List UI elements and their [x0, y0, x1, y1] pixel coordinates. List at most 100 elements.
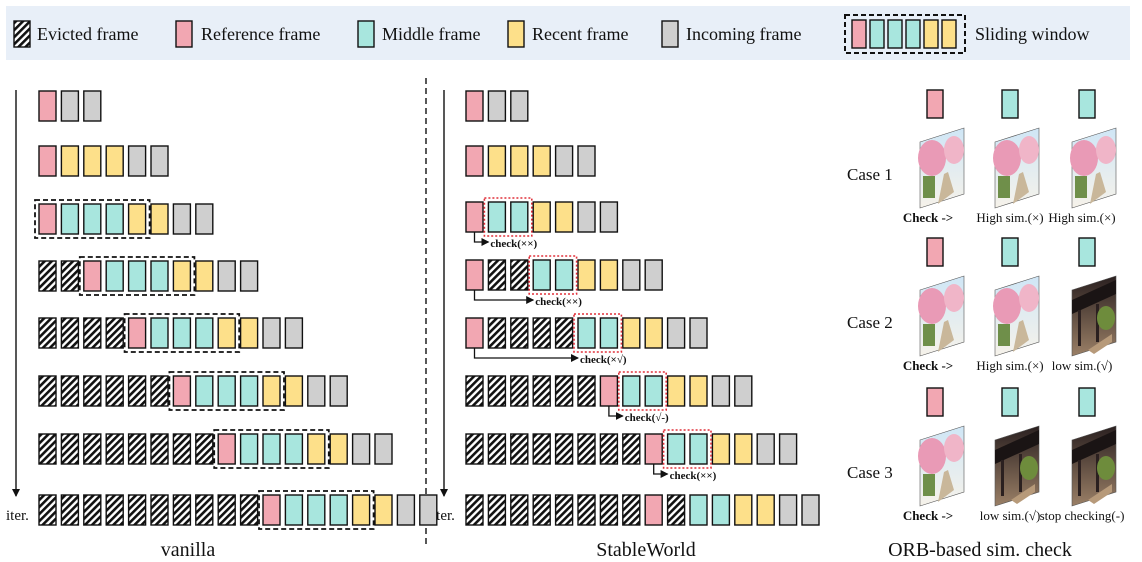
- evicted-frame: [83, 317, 102, 349]
- incoming-frame: [217, 260, 236, 292]
- evicted-frame: [150, 494, 169, 526]
- evicted-frame: [105, 317, 124, 349]
- incoming-frame: [195, 203, 214, 235]
- evicted-frame: [38, 260, 57, 292]
- vanilla-row: [38, 313, 304, 353]
- reference-frame: [599, 375, 619, 407]
- legend-reference-label: Reference frame: [201, 24, 320, 44]
- recent-frame: [351, 494, 371, 526]
- vanilla-panel: [34, 90, 438, 530]
- vanilla-row: [38, 256, 259, 296]
- evicted-frame: [510, 433, 529, 465]
- evicted-frame: [60, 260, 80, 292]
- middle-frame: [262, 433, 281, 465]
- vanilla-row: [38, 429, 393, 469]
- middle-frame: [105, 203, 124, 235]
- vanilla-title: vanilla: [161, 539, 216, 561]
- sliding-window-box: [123, 313, 241, 353]
- recent-frame: [644, 317, 663, 349]
- evicted-frame: [666, 494, 686, 526]
- evicted-frame: [532, 494, 551, 526]
- stableworld-row: [465, 494, 820, 526]
- reference-frame: [38, 90, 57, 122]
- sliding-window-box: [258, 490, 375, 530]
- evicted-frame: [510, 259, 529, 291]
- reference-frame: [38, 203, 57, 235]
- dark-pavilion-image: [1071, 275, 1117, 357]
- check-window-box: [617, 371, 667, 411]
- incoming-frame: [577, 201, 596, 233]
- incoming-frame: [778, 494, 798, 526]
- middle-frame: [284, 494, 304, 526]
- incoming-frame: [127, 145, 147, 177]
- incoming-frame: [666, 317, 686, 349]
- reference-frame: [217, 433, 236, 465]
- incoming-frame: [734, 375, 753, 407]
- check-label: check(×√): [580, 354, 627, 366]
- middle-frame: [1078, 237, 1096, 267]
- stableworld-row: check(×√): [465, 313, 708, 366]
- sliding-window-box: [34, 199, 151, 239]
- middle-frame: [150, 317, 169, 349]
- case-label: Case 1: [847, 165, 893, 184]
- evicted-frame: [150, 433, 169, 465]
- middle-frame: [239, 375, 259, 407]
- case-caption: stop checking(-): [1040, 508, 1125, 523]
- incoming-frame: [419, 494, 438, 526]
- recent-frame: [374, 494, 393, 526]
- recent-frame: [756, 494, 775, 526]
- reference-frame: [38, 145, 57, 177]
- incoming-frame: [60, 90, 80, 122]
- middle-frame: [329, 494, 348, 526]
- evicted-frame: [105, 433, 124, 465]
- evicted-frame: [105, 494, 124, 526]
- incoming-frame: [689, 317, 708, 349]
- evicted-frame: [217, 494, 236, 526]
- incoming-frame: [329, 375, 348, 407]
- vanilla-row: [38, 90, 102, 122]
- incoming-frame: [351, 433, 371, 465]
- evicted-frame: [510, 317, 529, 349]
- middle-frame: [172, 317, 192, 349]
- evicted-frame: [38, 317, 57, 349]
- incoming-frame: [554, 145, 574, 177]
- recent-frame: [941, 19, 957, 49]
- middle-frame: [150, 260, 169, 292]
- evicted-frame: [510, 375, 529, 407]
- recent-frame: [195, 260, 214, 292]
- evicted-frame: [83, 433, 102, 465]
- recent-frame: [554, 201, 574, 233]
- evicted-frame: [532, 317, 551, 349]
- evicted-frame: [465, 375, 484, 407]
- case-caption: High sim.(×): [1048, 210, 1115, 225]
- middle-frame: [195, 375, 214, 407]
- stableworld-row: check(××): [465, 197, 619, 250]
- evicted-frame: [487, 317, 507, 349]
- middle-frame: [622, 375, 641, 407]
- middle-frame: [666, 433, 686, 465]
- middle-frame: [510, 201, 529, 233]
- cherry-path-image: [918, 127, 965, 209]
- evicted-frame: [127, 375, 147, 407]
- orb-panel: Case 1 Check -> High sim.(×) High sim.(×) Ca…: [847, 89, 1125, 523]
- recent-frame: [734, 494, 753, 526]
- middle-frame: [60, 203, 80, 235]
- sliding-window-border: [844, 14, 966, 54]
- case-caption: Check ->: [903, 358, 953, 373]
- sliding-window-box: [78, 256, 196, 296]
- evicted-frame: [554, 317, 574, 349]
- legend-window-label: Sliding window: [975, 24, 1090, 44]
- cherry-path-image: [918, 275, 965, 357]
- evicted-frame: [38, 375, 57, 407]
- middle-frame: [689, 433, 708, 465]
- middle-frame: [532, 259, 551, 291]
- case-caption: High sim.(×): [976, 358, 1043, 373]
- evicted-frame: [195, 433, 214, 465]
- evicted-frame: [465, 494, 484, 526]
- evicted-frame: [150, 375, 169, 407]
- check-label: check(××): [670, 470, 717, 482]
- recent-frame: [532, 201, 551, 233]
- legend-reference-swatch: [175, 20, 193, 48]
- cherry-path-image: [993, 127, 1040, 209]
